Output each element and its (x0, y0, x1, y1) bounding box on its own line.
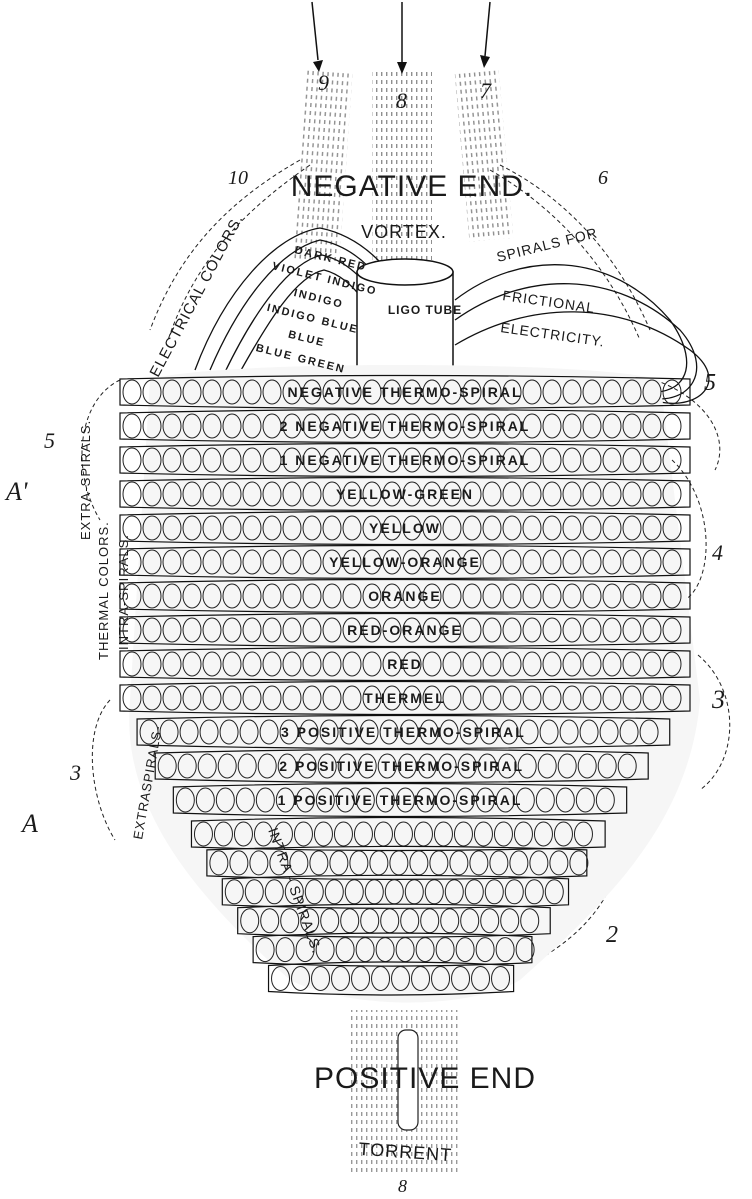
electricity-label: ELECTRICITY. (500, 319, 606, 349)
coil-row-label: 2 NEGATIVE THERMO-SPIRAL (280, 418, 531, 434)
arrow-7-line (485, 2, 490, 56)
coil-ring (663, 380, 681, 404)
coil-ring (123, 380, 141, 404)
vortex-label: VORTEX. (361, 222, 447, 242)
ligo-tube-label: LIGO TUBE (388, 303, 462, 317)
coil-row-label: YELLOW-ORANGE (329, 554, 481, 570)
electrical-colors-label: ELECTRICAL COLORS. (147, 212, 247, 380)
coil-ring (123, 482, 141, 506)
coil-row-label: 3 POSITIVE THERMO-SPIRAL (281, 724, 526, 740)
number-3-right: 3 (711, 685, 725, 714)
number-2: 2 (606, 922, 618, 948)
coil-ring (123, 448, 141, 472)
coil-row-label: 2 POSITIVE THERMO-SPIRAL (279, 758, 524, 774)
thermal-colors-label: THERMAL COLORS. (96, 521, 111, 660)
side-label-a: A (20, 809, 38, 838)
side-label-a-prime: A' (4, 477, 28, 506)
coil-row-label: THERMEL (364, 690, 446, 706)
electrical-spiral-label: BLUE (287, 329, 327, 350)
number-3-left: 3 (69, 760, 81, 785)
coil-row-label: NEGATIVE THERMO-SPIRAL (287, 384, 522, 400)
coil-row-label: YELLOW-GREEN (336, 486, 474, 502)
intra-spirals-upper-label: INTRA-SPIRALS. (116, 534, 131, 650)
coil-row-label: RED-ORANGE (347, 622, 463, 638)
coil-row-label: 1 POSITIVE THERMO-SPIRAL (278, 792, 523, 808)
number-9: 9 (318, 70, 329, 95)
coil-row-label: YELLOW (369, 520, 441, 536)
number-8-bottom: 8 (398, 1176, 407, 1194)
coil-row-label: ORANGE (368, 588, 441, 604)
electrical-spiral-label: INDIGO BLUE (266, 302, 360, 336)
extra-spirals-upper-label: EXTRA-SPIRALS. (78, 420, 93, 540)
frictional-label: FRICTIONAL (502, 287, 597, 316)
number-5-left: 5 (44, 428, 55, 453)
number-4: 4 (712, 540, 723, 565)
arrow-7-head (480, 55, 490, 68)
coil-body: NEGATIVE THERMO-SPIRAL 2 NEGATIVE THERMO-… (120, 365, 700, 1003)
coil-ring (123, 414, 141, 438)
number-5-right: 5 (704, 370, 716, 396)
coil-row-label: RED (387, 656, 423, 672)
number-7: 7 (480, 78, 492, 103)
number-10: 10 (228, 167, 248, 189)
number-6: 6 (598, 167, 608, 189)
arrow-9-line (312, 2, 318, 60)
negative-end-label: NEGATIVE END. (291, 170, 533, 203)
coil-row-label: 1 NEGATIVE THERMO-SPIRAL (280, 452, 531, 468)
positive-end-label: POSITIVE END (314, 1062, 536, 1095)
electrical-spiral-label: INDIGO (292, 287, 345, 311)
number-8-top: 8 (396, 88, 407, 113)
